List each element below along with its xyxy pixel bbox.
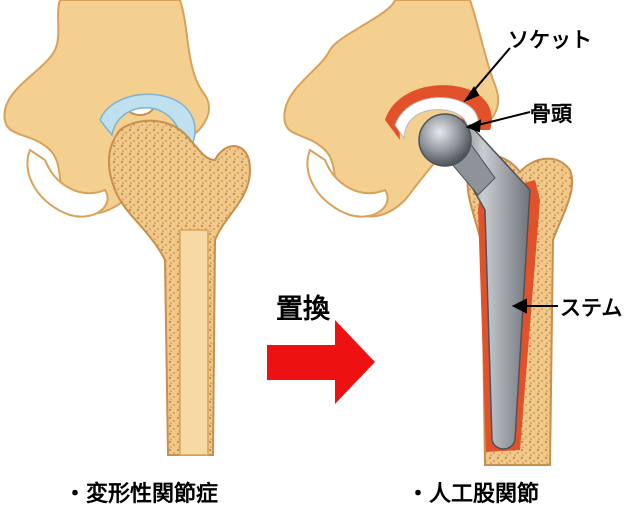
right-hip-illustration: [284, 0, 572, 465]
femoral-head-label: 骨頭: [530, 98, 572, 128]
left-hip-illustration: [4, 0, 250, 455]
replacement-arrow: [267, 320, 375, 404]
osteoarthritis-caption: ・変形性関節症: [64, 476, 218, 508]
artificial-hip-caption: ・人工股関節: [407, 476, 539, 508]
socket-label: ソケット: [508, 24, 592, 54]
stem-label: ステム: [560, 292, 622, 322]
prosthesis-ball: [419, 114, 471, 166]
replacement-label: 置換: [276, 287, 330, 326]
